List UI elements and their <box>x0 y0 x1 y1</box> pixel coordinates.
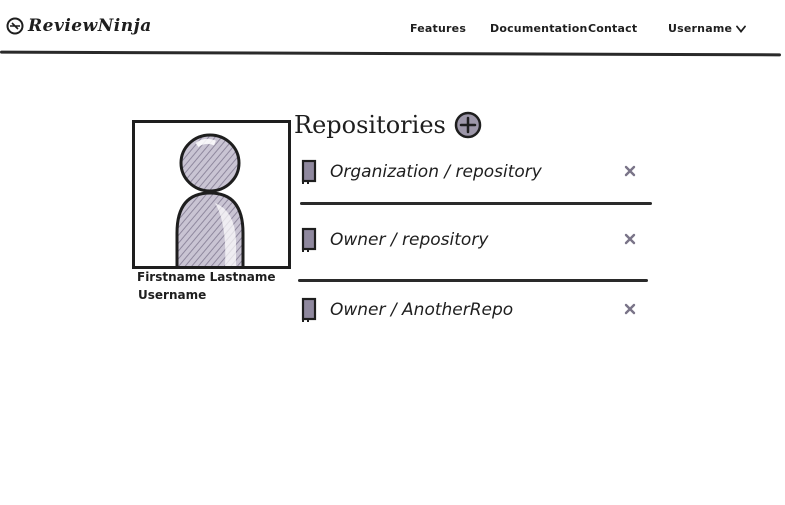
nav-contact-link[interactable]: Contact <box>588 22 638 35</box>
list-divider <box>298 279 648 282</box>
book-icon <box>301 297 317 322</box>
repositories-header: Repositories <box>294 111 482 139</box>
header-divider <box>0 50 782 57</box>
user-menu-label: Username <box>668 22 733 35</box>
nav-documentation-link[interactable]: Documentation <box>490 22 588 35</box>
profile-username: Username <box>138 288 207 302</box>
book-icon <box>301 227 317 252</box>
chevron-down-icon <box>736 25 747 33</box>
repository-list-item[interactable]: Owner / AnotherRepo <box>300 295 652 325</box>
book-icon <box>301 159 317 184</box>
ninja-logo-icon <box>6 17 24 35</box>
profile-full-name: Firstname Lastname <box>137 270 276 284</box>
add-repository-icon[interactable] <box>454 111 482 139</box>
logo-text: ReviewNinja <box>28 16 152 36</box>
list-divider <box>300 202 652 205</box>
person-placeholder-icon <box>175 133 245 266</box>
logo[interactable]: ReviewNinja <box>6 16 152 36</box>
repository-list-item[interactable]: Owner / repository <box>300 225 652 255</box>
repository-name[interactable]: Owner / AnotherRepo <box>330 300 514 320</box>
user-menu[interactable]: Username <box>668 22 747 35</box>
close-icon[interactable] <box>624 165 636 177</box>
repository-name[interactable]: Owner / repository <box>330 230 489 250</box>
close-icon[interactable] <box>624 303 636 315</box>
repository-name[interactable]: Organization / repository <box>330 162 542 182</box>
avatar <box>132 120 291 269</box>
repositories-title: Repositories <box>294 111 446 139</box>
close-icon[interactable] <box>624 233 636 245</box>
repository-list-item[interactable]: Organization / repository <box>300 157 652 187</box>
nav-features-link[interactable]: Features <box>410 22 467 35</box>
